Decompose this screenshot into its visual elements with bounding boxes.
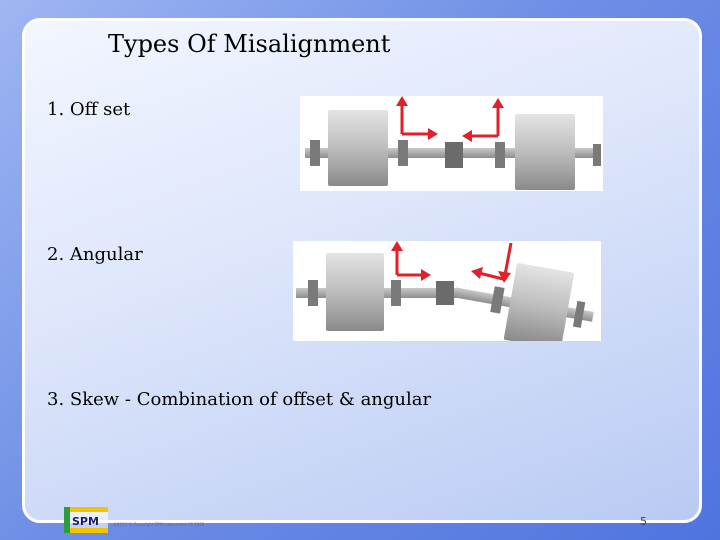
bearing-block: [593, 144, 601, 166]
bearing-block: [391, 280, 401, 306]
bearing-block: [310, 140, 320, 166]
item-angular: 2. Angular: [47, 244, 143, 265]
left-shaft: [305, 148, 473, 158]
coupling: [445, 142, 463, 168]
offset-misalignment-figure: [300, 96, 603, 191]
bearing-block: [572, 300, 586, 328]
left-machine: [328, 110, 388, 186]
slide-title: Types Of Misalignment: [108, 30, 391, 58]
svg-text:SPM: SPM: [72, 515, 99, 528]
coupling: [436, 281, 454, 305]
angular-misalignment-figure: [293, 241, 601, 341]
item-skew: 3. Skew - Combination of offset & angula…: [47, 389, 432, 410]
page-number: 5: [640, 515, 647, 528]
footer-copyright: ©2013 © Copyright SPM Instrument AB 1999: [113, 522, 205, 527]
bearing-block: [398, 140, 408, 166]
bearing-block: [308, 280, 318, 306]
bearing-block: [490, 286, 505, 314]
right-machine: [503, 263, 574, 341]
spm-logo: SPM: [62, 505, 110, 535]
left-machine: [326, 253, 384, 331]
item-offset: 1. Off set: [47, 99, 131, 120]
right-machine: [515, 114, 575, 190]
bearing-block: [495, 142, 505, 168]
